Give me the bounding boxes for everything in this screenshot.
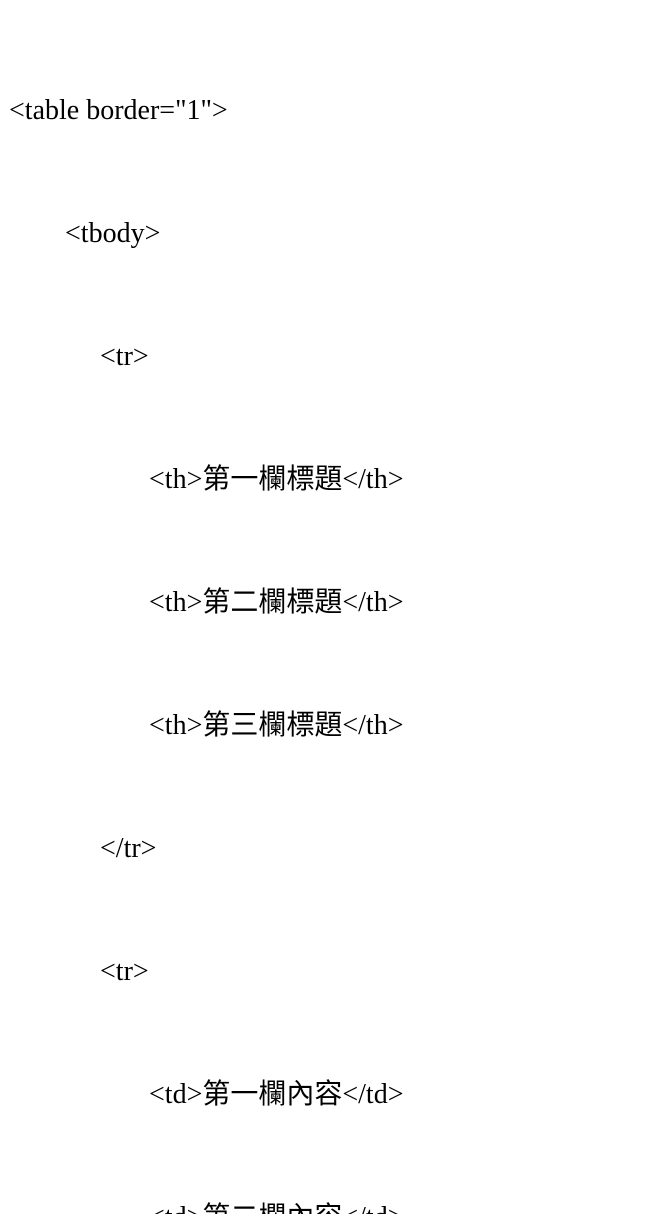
- code-line: </tr>: [9, 833, 157, 864]
- code-line: <table border="1">: [9, 95, 228, 126]
- code-line: <td>第一欄內容</td>: [9, 1079, 404, 1110]
- code-block: <table border="1"> <tbody> <tr> <th>第一欄標…: [9, 95, 404, 1214]
- code-line: <th>第二欄標題</th>: [9, 587, 404, 618]
- code-line: <tbody>: [9, 218, 161, 249]
- code-line: <tr>: [9, 956, 149, 987]
- code-line: <td>第二欄內容</td>: [9, 1197, 642, 1214]
- code-line: <th>第三欄標題</th>: [9, 710, 404, 741]
- code-line: <th>第一欄標題</th>: [9, 464, 404, 495]
- code-line: <tr>: [9, 341, 149, 372]
